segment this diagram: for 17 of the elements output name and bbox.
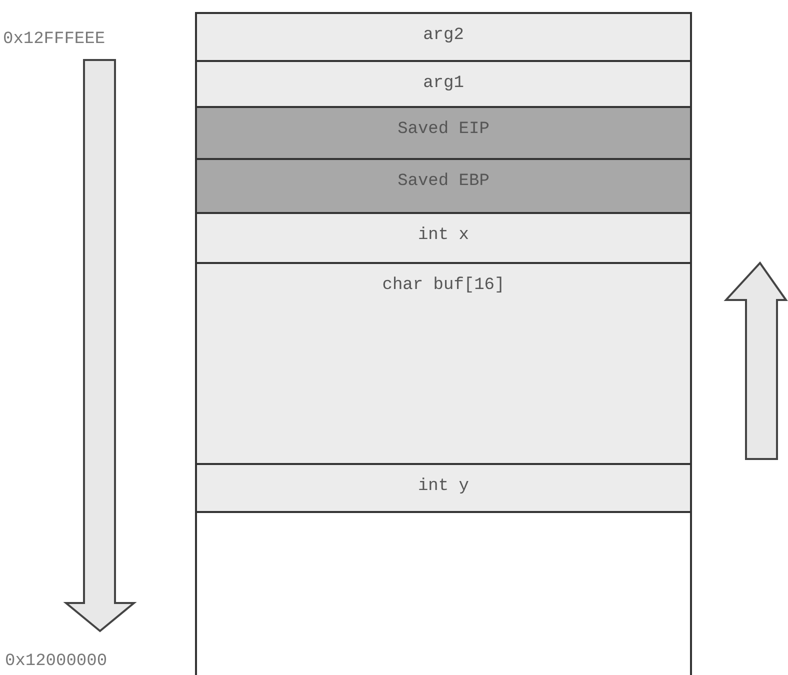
- slot-label: Saved EIP: [398, 120, 490, 139]
- empty-stack-area: [195, 511, 692, 675]
- stack-slot: [195, 60, 692, 108]
- slot-label: int y: [418, 477, 469, 496]
- slot-label: int x: [418, 226, 469, 245]
- stack-slot: [195, 106, 692, 160]
- stack-slot: [195, 158, 692, 214]
- address-label: 0x12000000: [5, 652, 108, 671]
- stack-slot: [195, 463, 692, 513]
- stack-slot: [195, 12, 692, 62]
- stack-slot: [195, 262, 692, 465]
- slot-label: char buf[16]: [382, 276, 505, 295]
- slot-label: Saved EBP: [398, 172, 490, 191]
- slot-label: arg2: [423, 26, 464, 45]
- address-label: 0x12FFFEEE: [3, 30, 106, 49]
- stack-slot: [195, 212, 692, 264]
- slot-label: arg1: [423, 74, 464, 93]
